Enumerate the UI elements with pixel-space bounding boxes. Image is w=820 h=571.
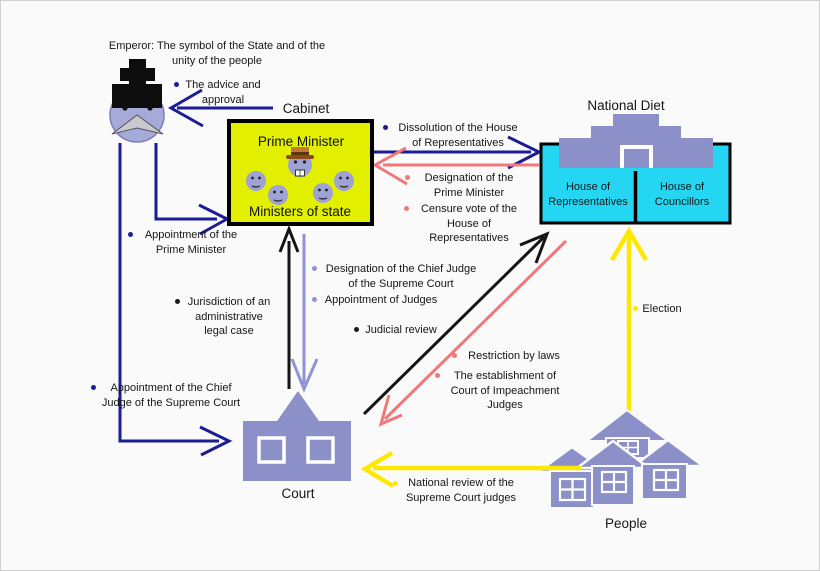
judicial-review-arrowhead — [519, 231, 550, 264]
designation-chief-judge-label: Designation of the Chief Judge of the Su… — [325, 263, 477, 290]
bullet-dot — [435, 373, 440, 378]
appointment-chief-judge-arrowhead — [199, 425, 233, 457]
minister-faces — [246, 171, 354, 205]
designation-pm-arrowhead — [371, 146, 408, 186]
national-diet-box — [539, 114, 732, 225]
diet-door — [620, 145, 653, 168]
people-houses-icon — [534, 408, 707, 509]
bullet-dot — [175, 299, 180, 304]
election-label: Election — [642, 303, 682, 315]
house-of-councillors-label: House of Councillors — [654, 181, 710, 208]
diet-to-court-arrow — [383, 239, 568, 421]
dissolution-label: Dissolution of the House of Representati… — [398, 122, 518, 149]
bullet-dot — [354, 327, 359, 332]
establishment-impeachment-label: The establishment of Court of Impeachmen… — [450, 370, 560, 411]
appointment-chief-judge-arrow — [118, 143, 219, 443]
bullet-dot — [452, 353, 457, 358]
prime-minister-label: Prime Minister — [257, 134, 345, 149]
national-review-arrowhead — [360, 451, 395, 488]
court-title: Court — [281, 486, 315, 501]
election-arrowhead — [610, 226, 648, 262]
diet-building-icon — [559, 114, 713, 168]
national-review-label: National review of the Supreme Court jud… — [405, 477, 517, 504]
restriction-by-laws-label: Restriction by laws — [468, 350, 560, 362]
prime-minister-face — [286, 147, 314, 177]
diet-to-court-arrowhead — [378, 394, 403, 427]
censure-vote-label: Censure vote of the House of Representat… — [420, 203, 518, 244]
bullet-dot — [393, 481, 398, 486]
dissolution-arrowhead — [507, 135, 543, 170]
appointment-judges-label: Appointment of Judges — [324, 294, 438, 306]
bullet-dot — [405, 175, 410, 180]
judicial-review-arrow — [362, 235, 546, 416]
emperor-figure — [109, 59, 165, 143]
bullet-dot — [383, 125, 388, 130]
jurisdiction-arrowhead — [278, 224, 300, 253]
advice-approval-arrowhead — [167, 88, 204, 128]
bullet-dot — [633, 306, 638, 311]
bullet-dot — [312, 297, 317, 302]
cabinet-title: Cabinet — [282, 101, 330, 116]
people-title: People — [604, 516, 648, 531]
appointment-pm-label: Appointment of the Prime Minister — [144, 229, 238, 256]
bullet-dot — [128, 232, 133, 237]
judicial-review-label: Judicial review — [365, 324, 437, 336]
jurisdiction-label: Jurisdiction of an administrative legal … — [187, 296, 271, 337]
designation-judges-arrowhead — [290, 358, 319, 393]
appointment-chief-judge-label: Appointment of the Chief Judge of the Su… — [101, 382, 241, 409]
emperor-crown-icon — [112, 59, 162, 108]
bullet-dot — [404, 206, 409, 211]
emperor-caption: Emperor: The symbol of the State and of … — [108, 40, 326, 67]
ministers-of-state-label: Ministers of state — [248, 204, 352, 219]
court-building-icon — [243, 391, 351, 481]
bullet-dot — [91, 385, 96, 390]
house-of-representatives-label: House of Representatives — [548, 181, 628, 208]
bullet-dot — [174, 82, 179, 87]
emperor-mustache — [111, 114, 164, 135]
appointment-pm-arrow — [154, 143, 217, 221]
advice-approval-label: The advice and approval — [185, 79, 261, 106]
bullet-dot — [312, 266, 317, 271]
designation-pm-label: Designation of the Prime Minister — [424, 172, 514, 199]
national-diet-title: National Diet — [587, 98, 665, 113]
cabinet-box — [227, 119, 374, 226]
